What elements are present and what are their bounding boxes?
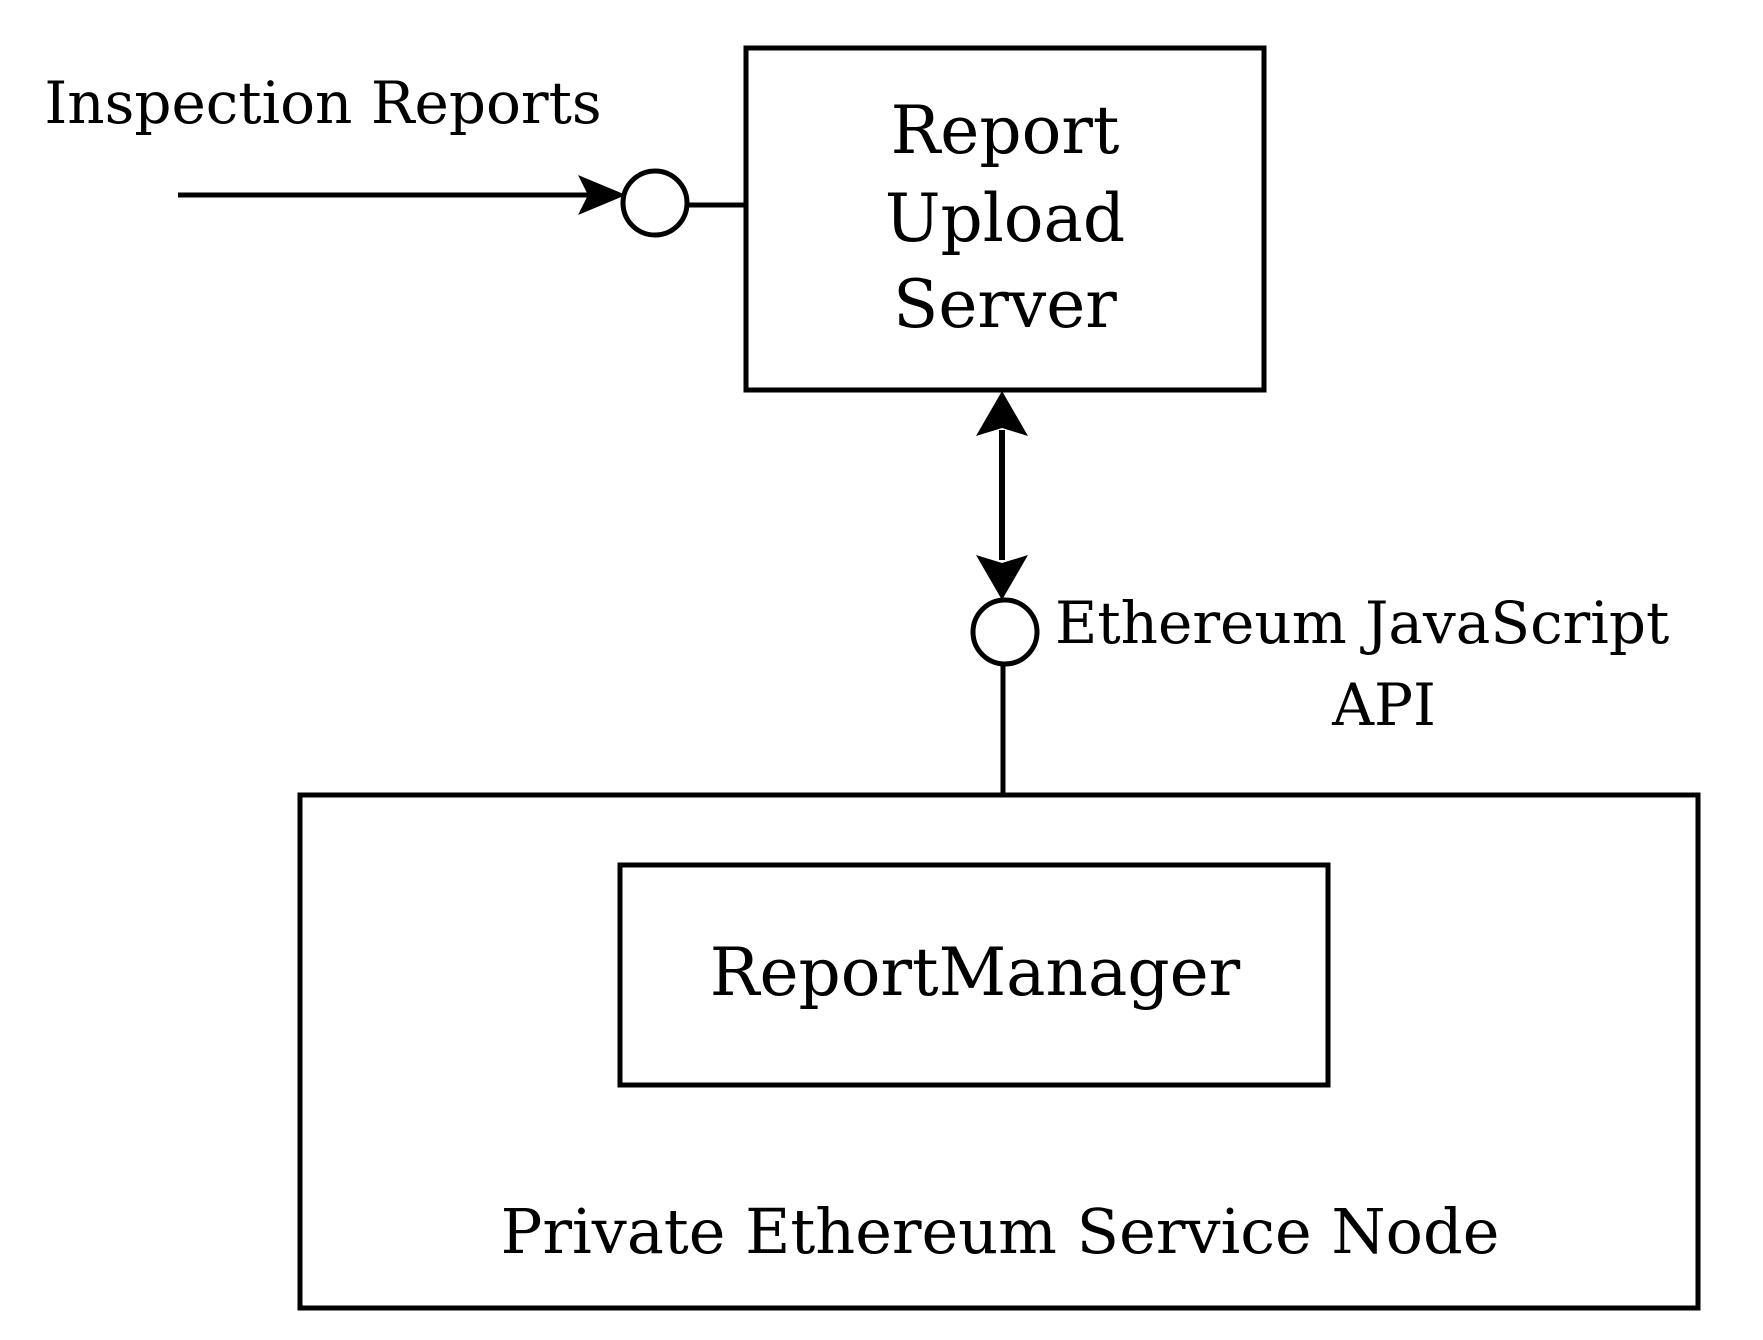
input-arrow [178, 175, 626, 215]
bidirectional-arrow [976, 391, 1028, 600]
service-node-label: Private Ethereum Service Node [501, 1195, 1500, 1268]
service-node-box: ReportManager Private Ethereum Service N… [297, 792, 1701, 1311]
api-label-line-2: API [1331, 671, 1436, 739]
upload-server-label-line-3: Server [893, 266, 1117, 343]
report-upload-server-box: Report Upload Server [743, 45, 1267, 393]
upload-server-label-line-2: Upload [885, 180, 1125, 257]
upload-interface-lollipop [620, 168, 746, 238]
report-manager-box: ReportManager [617, 862, 1331, 1088]
api-interface-lollipop [970, 597, 1040, 795]
report-manager-label: ReportManager [710, 934, 1241, 1011]
upload-server-label-line-1: Report [891, 92, 1120, 169]
api-label-line-1: Ethereum JavaScript [1055, 589, 1669, 657]
input-label: Inspection Reports [44, 69, 601, 137]
